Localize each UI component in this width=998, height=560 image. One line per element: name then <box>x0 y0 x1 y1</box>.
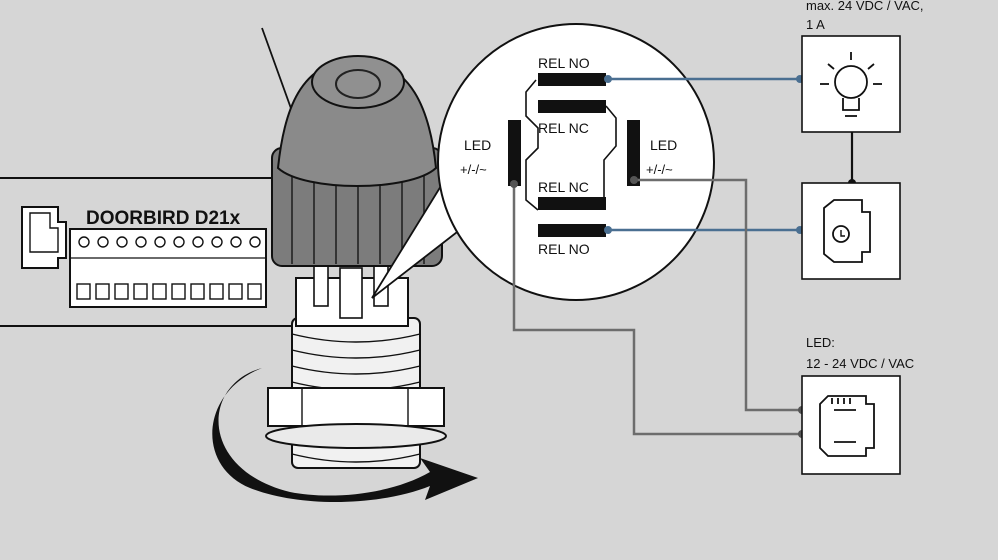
network-port-icon <box>21 206 67 269</box>
relay-no-top-contact <box>538 73 606 86</box>
relay-nc-bottom-contact <box>538 197 606 210</box>
rel-no-top-label: REL NO <box>538 55 590 71</box>
led-right-label: LED <box>650 137 677 153</box>
led-supply-spec-line1: LED: <box>806 335 835 350</box>
rel-no-bottom-label: REL NO <box>538 241 590 257</box>
led-left-polarity: +/-/~ <box>460 162 487 177</box>
relay-no-bottom-contact <box>538 224 606 237</box>
doorbird-device: DOORBIRD D21x <box>0 177 300 327</box>
terminal-screws <box>78 236 261 248</box>
rel-nc-top-label: REL NC <box>538 120 589 136</box>
power-supply-box <box>801 375 901 475</box>
lamp-box <box>801 35 901 133</box>
led-left-contact <box>508 120 521 186</box>
push-button-illustration <box>212 55 479 503</box>
device-model-label: DOORBIRD D21x <box>86 208 241 229</box>
led-supply-spec-line2: 12 - 24 VDC / VAC <box>806 356 914 371</box>
led-left-label: LED <box>464 137 491 153</box>
lamp-spec-line1: max. 24 VDC / VAC, <box>806 0 924 13</box>
rel-nc-bottom-label: REL NC <box>538 179 589 195</box>
switch-box <box>801 182 901 280</box>
relay-nc-top-contact <box>538 100 606 113</box>
power-supply-icon <box>819 395 875 457</box>
led-right-contact <box>627 120 640 186</box>
din-relay-icon <box>823 199 871 263</box>
lamp-spec-line2: 1 A <box>806 17 825 32</box>
lamp-icon <box>820 52 882 117</box>
terminal-slots <box>76 283 262 300</box>
led-right-polarity: +/-/~ <box>646 162 673 177</box>
rotate-arrow-icon <box>212 368 479 503</box>
